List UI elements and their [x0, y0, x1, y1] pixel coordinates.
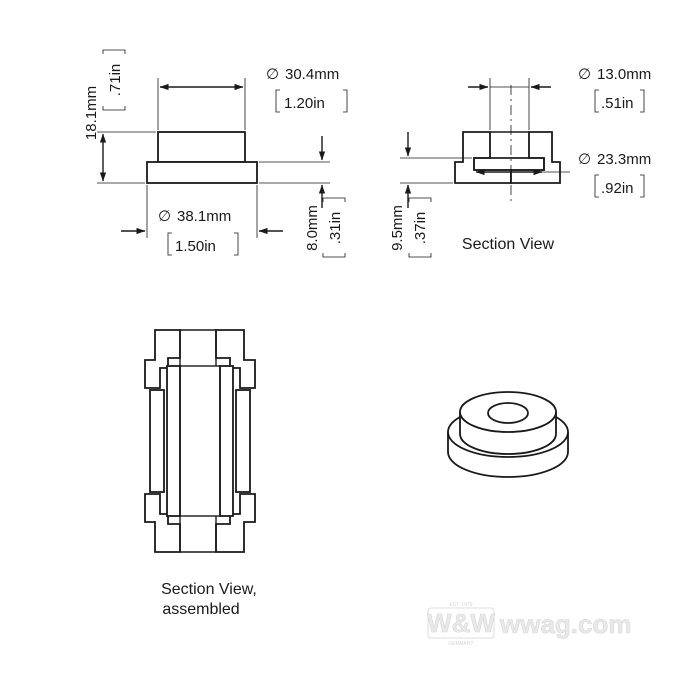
assembled-section-view: Section View, assembled [144, 329, 257, 618]
assembled-inner-tube-right [219, 365, 234, 517]
top-diameter-symbol: ∅ [266, 66, 279, 83]
height-mm: 18.1mm [83, 86, 100, 140]
recess-diameter-in: .92in [601, 180, 634, 197]
base-diameter-in: 1.50in [175, 238, 216, 255]
depth-in: .37in [412, 212, 429, 245]
recess-diameter-mm: 23.3mm [597, 151, 651, 168]
watermark: EST. 1979 W&W GERMANY wwag.com [427, 602, 632, 647]
assembled-inner-tube-left [166, 365, 181, 517]
assembled-outer-sleeve-left [149, 389, 165, 493]
assembled-caption-line1: Section View, [161, 581, 257, 598]
section-view-caption: Section View [462, 236, 555, 253]
assembled-top-bushing-right [215, 329, 256, 389]
base-diameter-symbol: ∅ [158, 208, 171, 225]
watermark-origin: GERMANY [448, 641, 474, 647]
section-recess [473, 157, 545, 171]
recess-diameter-symbol: ∅ [578, 151, 591, 168]
assembled-outer-sleeve-right [235, 389, 251, 493]
top-diameter-mm: 30.4mm [285, 66, 339, 83]
height-in: .71in [107, 64, 124, 97]
watermark-logo: W&W [427, 608, 495, 638]
top-diameter-in: 1.20in [284, 95, 325, 112]
front-view-base-flange [146, 161, 258, 184]
watermark-site: wwag.com [499, 609, 631, 639]
bushing-3d-bore [487, 402, 529, 424]
watermark-logo-frame [427, 607, 495, 639]
depth-mm: 9.5mm [389, 205, 406, 251]
assembled-bore [179, 365, 221, 517]
bushing-3d-illustration [447, 391, 569, 478]
section-view: ∅ 13.0mm .51in ∅ 23.3mm .92in 9.5mm .37i… [389, 66, 651, 258]
watermark-est: EST. 1979 [449, 602, 472, 608]
assembled-bottom-bushing-right [215, 493, 256, 553]
bore-diameter-symbol: ∅ [578, 66, 591, 83]
flange-mm: 8.0mm [304, 205, 321, 251]
assembled-caption-line2: assembled [162, 601, 239, 618]
bore-diameter-in: .51in [601, 95, 634, 112]
front-view: ∅ 30.4mm 1.20in 18.1mm .71in ∅ 38.1mm 1.… [83, 49, 348, 258]
bore-diameter-mm: 13.0mm [597, 66, 651, 83]
base-diameter-mm: 38.1mm [177, 208, 231, 225]
front-view-top-cylinder [157, 131, 246, 163]
flange-in: .31in [327, 212, 344, 245]
